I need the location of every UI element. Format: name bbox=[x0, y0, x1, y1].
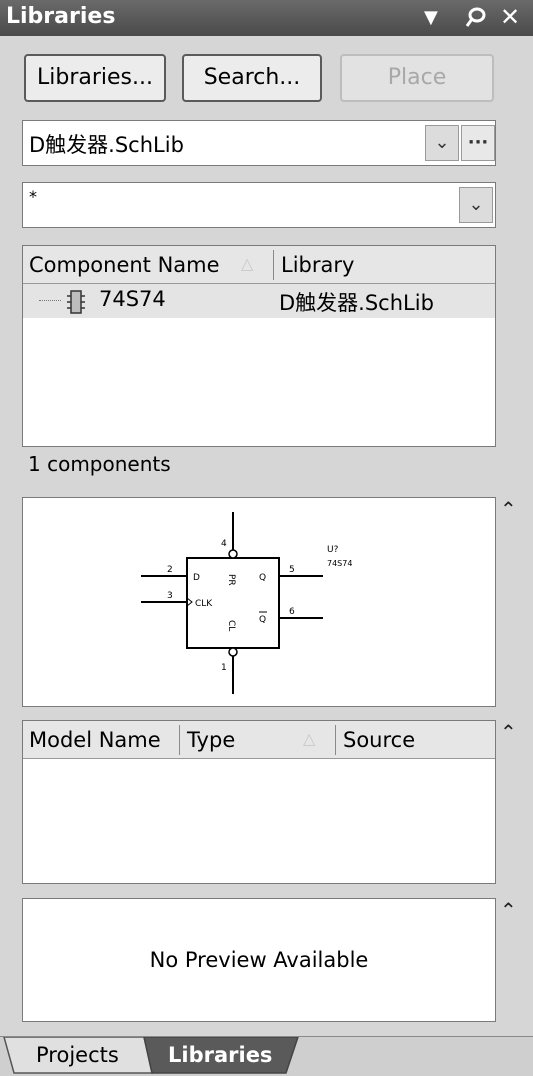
tab-projects[interactable]: Projects bbox=[36, 1043, 119, 1067]
pin-number-clk: 3 bbox=[167, 591, 173, 601]
designator-label: U? bbox=[327, 545, 339, 555]
search-button[interactable]: Search... bbox=[182, 54, 322, 102]
sort-ascending-icon: △ bbox=[241, 254, 254, 273]
more-options-button[interactable]: ··· bbox=[461, 125, 495, 161]
model-list[interactable]: Model Name Type △ Source bbox=[22, 720, 496, 884]
pin-label-pre: PR bbox=[226, 574, 236, 586]
filter-value: * bbox=[29, 187, 37, 206]
column-header-source[interactable]: Source bbox=[343, 728, 416, 752]
pin-number-d: 2 bbox=[167, 565, 173, 575]
model-list-header: Model Name Type △ Source bbox=[23, 721, 495, 759]
pin-label-clk: CLK bbox=[195, 599, 213, 609]
panel-title: Libraries bbox=[6, 4, 116, 29]
tab-shapes bbox=[3, 1037, 299, 1074]
column-separator[interactable] bbox=[179, 725, 180, 755]
pin-number-qbar: 6 bbox=[289, 607, 295, 617]
libraries-button[interactable]: Libraries... bbox=[24, 54, 166, 102]
panel-tabs: Projects Libraries bbox=[0, 1036, 533, 1076]
pin-label-q: Q bbox=[259, 573, 266, 583]
component-name-cell: 74S74 bbox=[99, 287, 166, 311]
no-preview-text: No Preview Available bbox=[149, 948, 369, 972]
pin-icon[interactable] bbox=[464, 6, 486, 30]
pin-number-clr: 1 bbox=[221, 663, 227, 673]
model-preview: No Preview Available bbox=[22, 898, 496, 1022]
component-count: 1 components bbox=[28, 452, 171, 476]
panel-title-bar: Libraries ▼ ✕ bbox=[0, 0, 533, 36]
pin-label-d: D bbox=[193, 573, 200, 583]
column-header-library[interactable]: Library bbox=[281, 253, 355, 277]
collapse-arrow-icon[interactable]: ⌃ bbox=[500, 720, 517, 744]
pin-number-pre: 4 bbox=[221, 539, 227, 549]
symbol-preview: 2 3 5 6 4 1 D CLK Q Q PR CL U? 74S74 bbox=[22, 497, 496, 707]
chevron-down-icon[interactable]: ⌄ bbox=[459, 187, 493, 223]
library-select-value: D触发器.SchLib bbox=[29, 133, 184, 157]
comment-label: 74S74 bbox=[327, 559, 352, 568]
table-row[interactable]: 74S74 D触发器.SchLib bbox=[23, 284, 495, 318]
collapse-arrow-icon[interactable]: ⌃ bbox=[500, 898, 517, 922]
tab-libraries[interactable]: Libraries bbox=[168, 1043, 273, 1067]
pin-label-qbar: Q bbox=[259, 615, 266, 625]
collapse-arrow-icon[interactable]: ⌃ bbox=[500, 497, 517, 521]
schematic-symbol: 2 3 5 6 4 1 D CLK Q Q PR CL U? 74S74 bbox=[141, 512, 352, 694]
pin-label-clr: CL bbox=[226, 620, 236, 631]
dropdown-arrow-icon[interactable]: ▼ bbox=[424, 7, 438, 28]
place-button[interactable]: Place bbox=[340, 54, 494, 102]
tree-line bbox=[39, 300, 61, 301]
library-select[interactable]: D触发器.SchLib ⌄ ··· bbox=[22, 120, 496, 166]
column-separator[interactable] bbox=[273, 250, 274, 280]
chevron-down-icon[interactable]: ⌄ bbox=[425, 125, 459, 161]
column-separator[interactable] bbox=[335, 725, 336, 755]
component-icon bbox=[67, 290, 85, 314]
pin-number-q: 5 bbox=[289, 565, 295, 575]
column-header-model-name[interactable]: Model Name bbox=[29, 728, 161, 752]
filter-input[interactable]: * ⌄ bbox=[22, 182, 496, 228]
component-list-header: Component Name △ Library bbox=[23, 246, 495, 284]
component-list[interactable]: Component Name △ Library 74S74 D触发器.SchL… bbox=[22, 245, 496, 447]
close-icon[interactable]: ✕ bbox=[500, 3, 521, 31]
column-header-type[interactable]: Type bbox=[187, 728, 236, 752]
component-library-cell: D触发器.SchLib bbox=[279, 291, 434, 315]
column-header-component-name[interactable]: Component Name bbox=[29, 253, 220, 277]
sort-ascending-icon: △ bbox=[303, 729, 316, 748]
